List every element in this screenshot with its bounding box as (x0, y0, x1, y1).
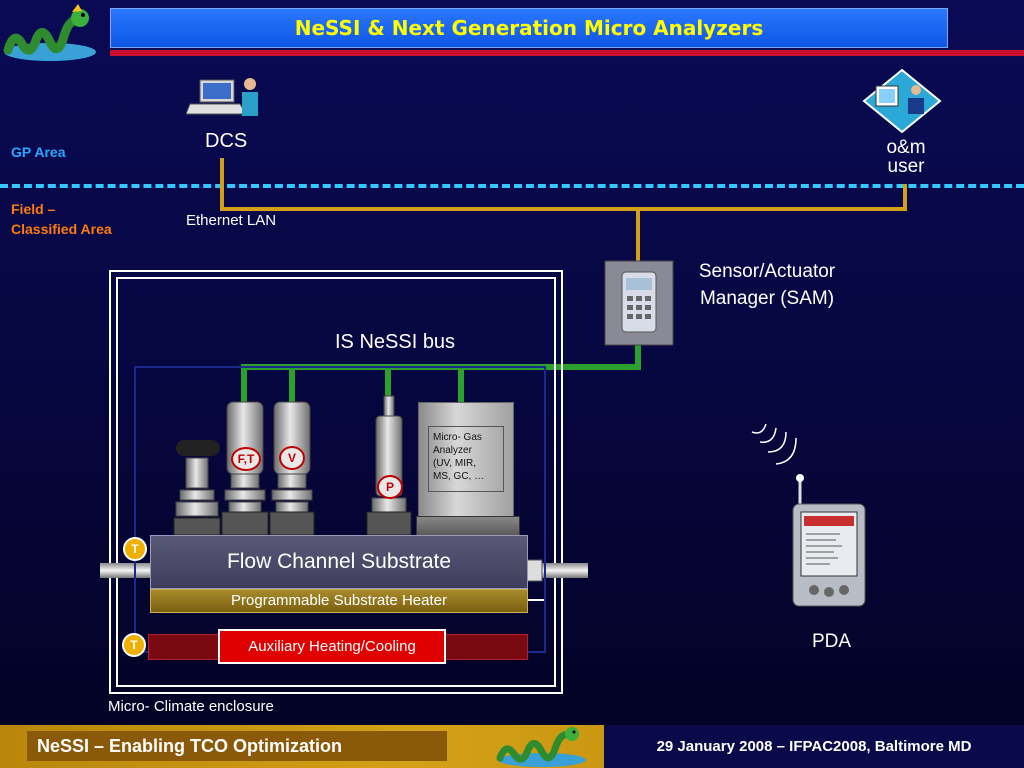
wireless-signal-icon (751, 423, 797, 465)
sam-device-icon (604, 260, 674, 346)
programmable-substrate-heater: Programmable Substrate Heater (150, 589, 528, 613)
pda-label: PDA (812, 631, 852, 652)
analyzer-line-3: (UV, MIR, (433, 458, 476, 469)
pda-icon (792, 474, 866, 607)
analyzer-line-4: MS, GC, … (433, 471, 485, 482)
micro-climate-enclosure-outer (109, 270, 563, 694)
sea-serpent-footer-logo-icon (496, 727, 586, 767)
ft-badge: F,T (231, 447, 261, 471)
temperature-badge-substrate: T (123, 537, 147, 561)
p-sensor-component (366, 395, 412, 536)
field-area-line1: Field – (11, 201, 56, 217)
dcs-workstation-icon (186, 78, 258, 116)
slide-title: NeSSI & Next Generation Micro Analyzers (110, 8, 948, 48)
sam-label: Sensor/Actuator Manager (SAM) (672, 258, 862, 312)
auxiliary-heating-cooling-label: Auxiliary Heating/Cooling (218, 629, 446, 664)
sam-label-line1: Sensor/Actuator (698, 261, 836, 282)
micro-climate-enclosure-inner (116, 277, 556, 687)
valve-component (173, 440, 221, 536)
p-badge: P (377, 475, 403, 499)
sea-serpent-logo-icon (3, 4, 96, 61)
ethernet-lan-label: Ethernet LAN (186, 212, 277, 229)
flow-channel-substrate: Flow Channel Substrate (150, 535, 528, 589)
enclosure-label: Micro- Climate enclosure (108, 698, 274, 715)
inlet-pipe (100, 563, 152, 578)
field-area-label: Field – Classified Area (11, 199, 112, 239)
v-badge: V (279, 446, 305, 470)
om-user-line2: user (887, 156, 925, 177)
gp-area-label: GP Area (11, 144, 66, 160)
temperature-badge-aux: T (122, 633, 146, 657)
analyzer-line-1: Micro- Gas (433, 432, 482, 443)
om-user-label: o&m user (878, 138, 934, 176)
ethernet-lan-line (220, 158, 907, 211)
micro-gas-analyzer-text: Micro- Gas Analyzer (UV, MIR, MS, GC, … (428, 426, 504, 492)
om-user-line1: o&m (886, 137, 926, 158)
analyzer-line-2: Analyzer (433, 445, 472, 456)
nessi-bus-label: IS NeSSI bus (335, 331, 456, 353)
title-underline (110, 50, 1024, 56)
dcs-label: DCS (205, 130, 248, 152)
sam-label-line2: Manager (SAM) (699, 288, 835, 309)
field-area-line2: Classified Area (11, 221, 112, 237)
area-divider-line (0, 184, 1024, 188)
om-user-icon (862, 68, 942, 134)
footer-left-text: NeSSI – Enabling TCO Optimization (27, 731, 447, 761)
footer-right-text: 29 January 2008 – IFPAC2008, Baltimore M… (604, 725, 1024, 768)
